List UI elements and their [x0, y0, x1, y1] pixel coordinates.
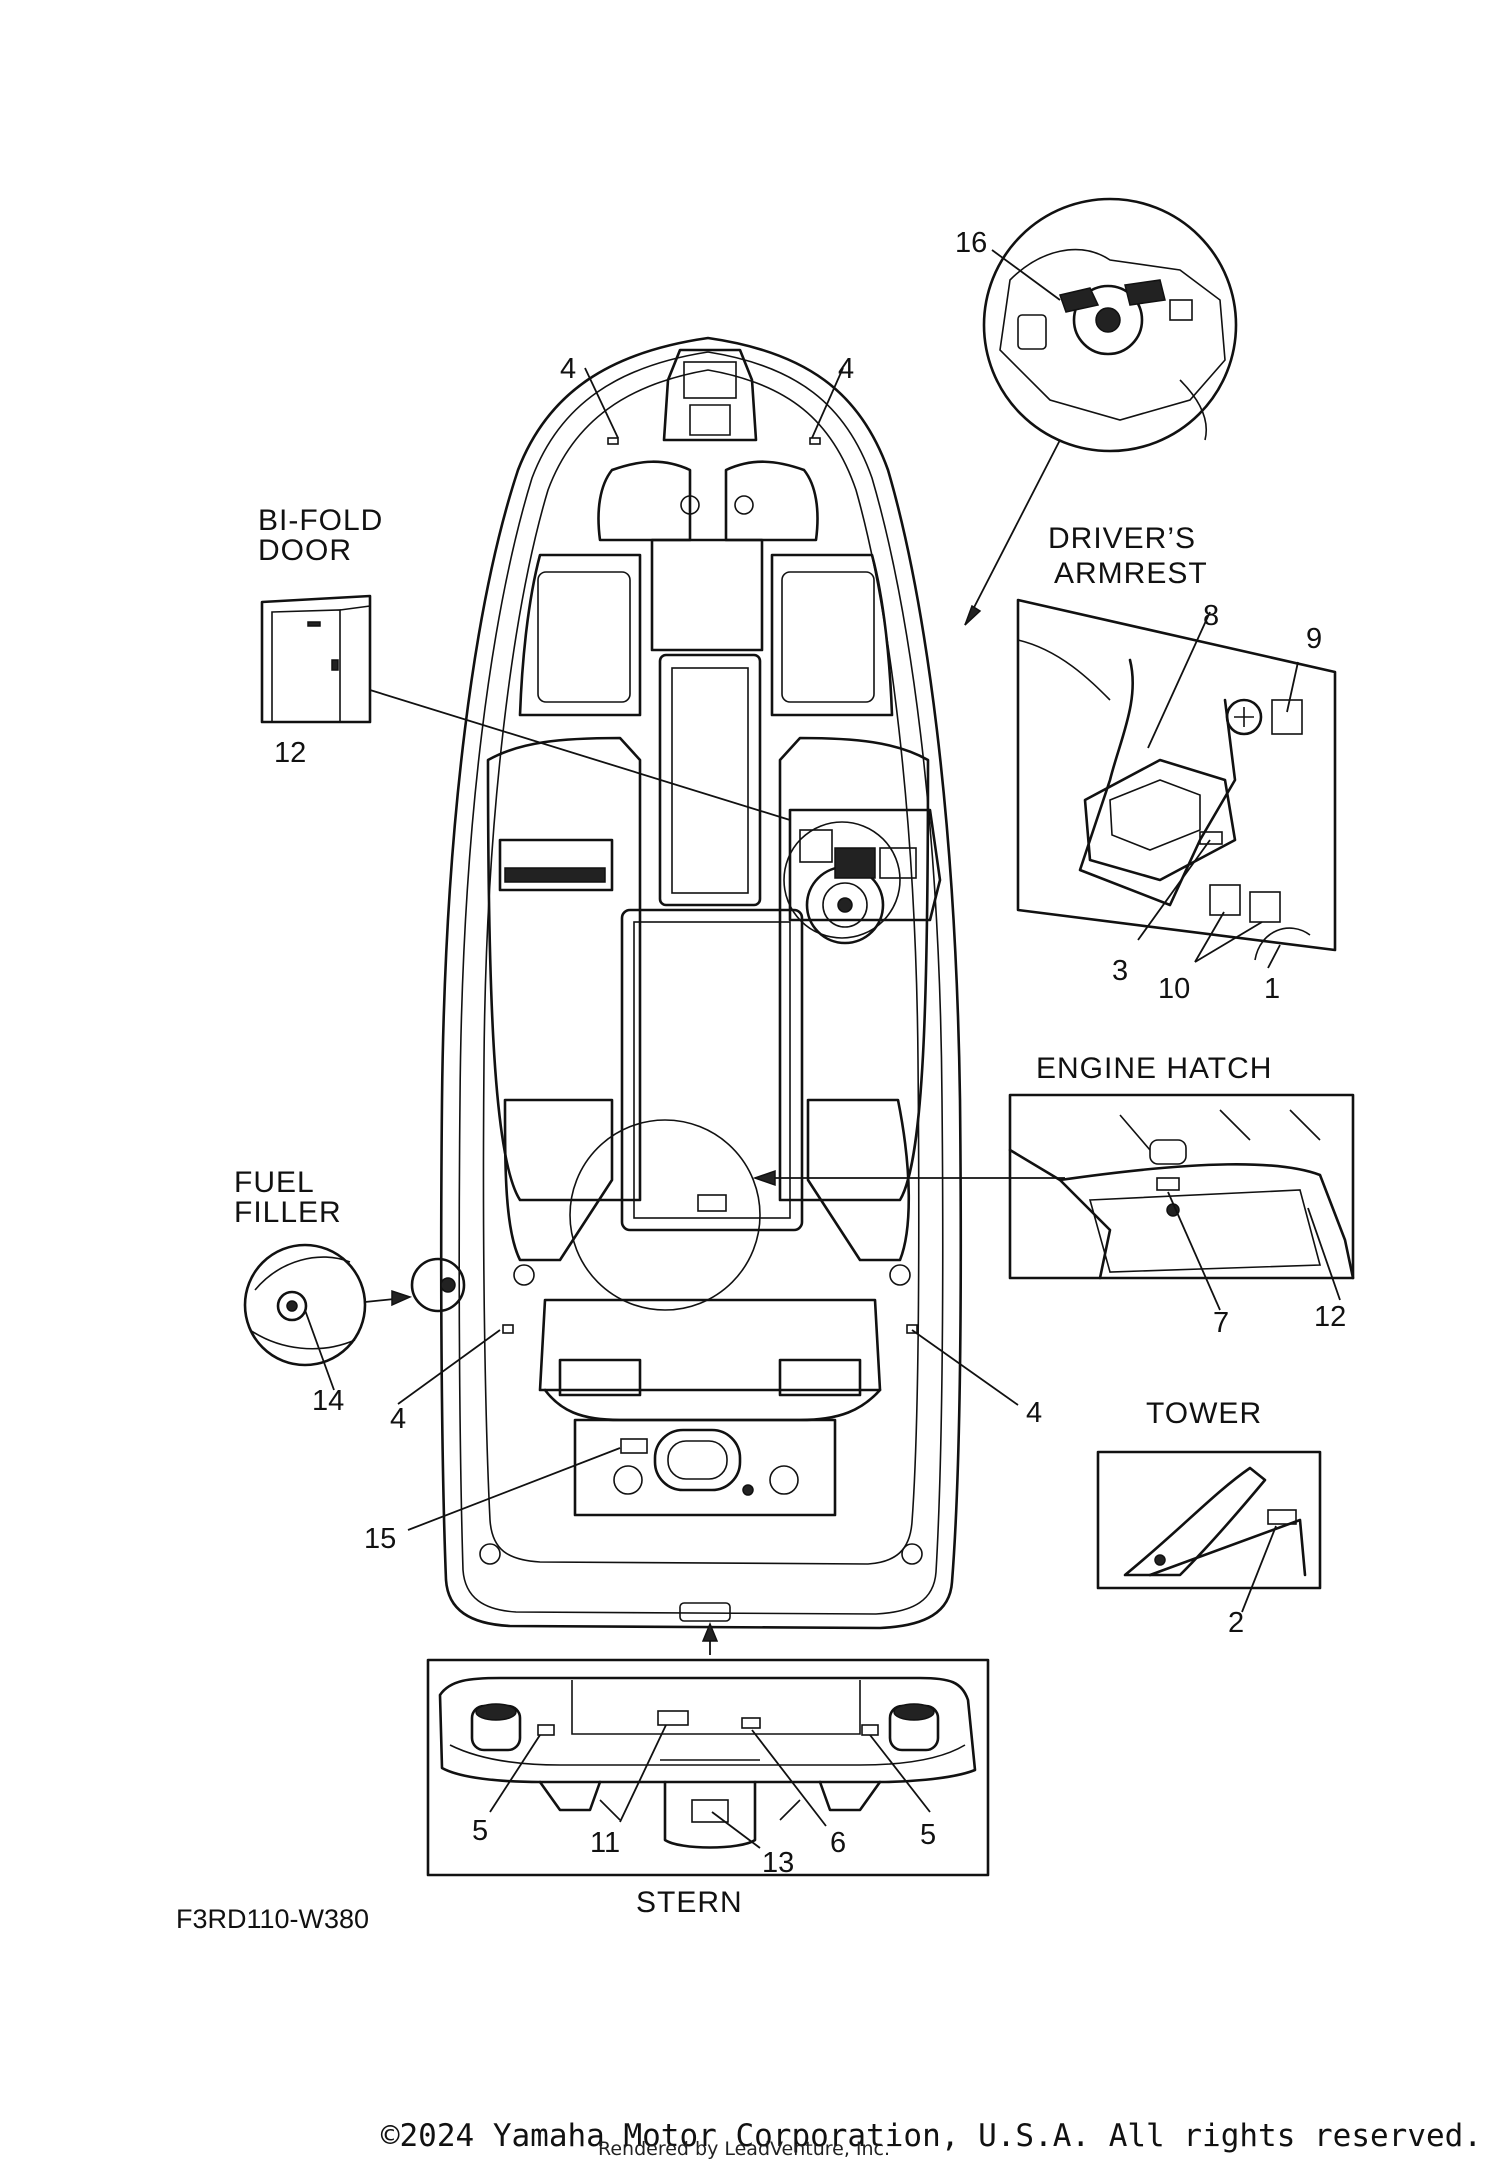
engine-hatch-view [1008, 1093, 1355, 1280]
bi-fold-door-title-line2: DOOR [258, 534, 352, 567]
callout-3: 3 [1112, 955, 1128, 987]
callout-6: 6 [830, 1827, 846, 1859]
tower-view [1096, 1450, 1322, 1590]
figure-code: F3RD110-W380 [176, 1904, 369, 1934]
callout-1: 1 [1264, 973, 1280, 1005]
callout-13: 13 [762, 1847, 794, 1879]
engine-hatch-title: ENGINE HATCH [1036, 1052, 1272, 1085]
helm-detail-view [982, 197, 1238, 453]
callout-4-stern-left: 4 [390, 1403, 406, 1435]
callout-12-bi-fold: 12 [274, 737, 306, 769]
callout-14: 14 [312, 1385, 344, 1417]
callout-4-stern-right: 4 [1026, 1397, 1042, 1429]
drivers-armrest-view [1016, 598, 1337, 961]
boat-top-view [410, 336, 963, 1630]
callout-5-left: 5 [472, 1815, 488, 1847]
callout-5-right: 5 [920, 1819, 936, 1851]
callout-7: 7 [1213, 1307, 1229, 1339]
callout-12-engine-hatch: 12 [1314, 1301, 1346, 1333]
fuel-filler-title-line1: FUEL [234, 1166, 315, 1199]
callout-16: 16 [955, 227, 987, 259]
callout-4-bow-left: 4 [560, 353, 576, 385]
callout-8: 8 [1203, 600, 1219, 632]
drivers-armrest-title-line1: DRIVER’S [1048, 522, 1196, 555]
callout-2: 2 [1228, 1607, 1244, 1639]
fuel-filler-title-line2: FILLER [234, 1196, 342, 1229]
callout-10: 10 [1158, 973, 1190, 1005]
tower-title: TOWER [1146, 1397, 1262, 1430]
stern-title: STERN [636, 1886, 743, 1919]
callout-15: 15 [364, 1523, 396, 1555]
copyright-notice: ©2024 Yamaha Motor Corporation, U.S.A. A… [380, 2118, 1482, 2154]
drivers-armrest-title-line2: ARMREST [1054, 557, 1208, 590]
rendered-by-credit: Rendered by LeadVenture, Inc. [598, 2138, 891, 2160]
callout-4-bow-right: 4 [838, 353, 854, 385]
callout-11: 11 [590, 1827, 620, 1859]
stern-view [426, 1658, 990, 1877]
fuel-filler-view [243, 1243, 367, 1367]
bi-fold-door-title-line1: BI-FOLD [258, 504, 383, 537]
bi-fold-door-view [260, 594, 372, 724]
callout-9: 9 [1306, 623, 1322, 655]
